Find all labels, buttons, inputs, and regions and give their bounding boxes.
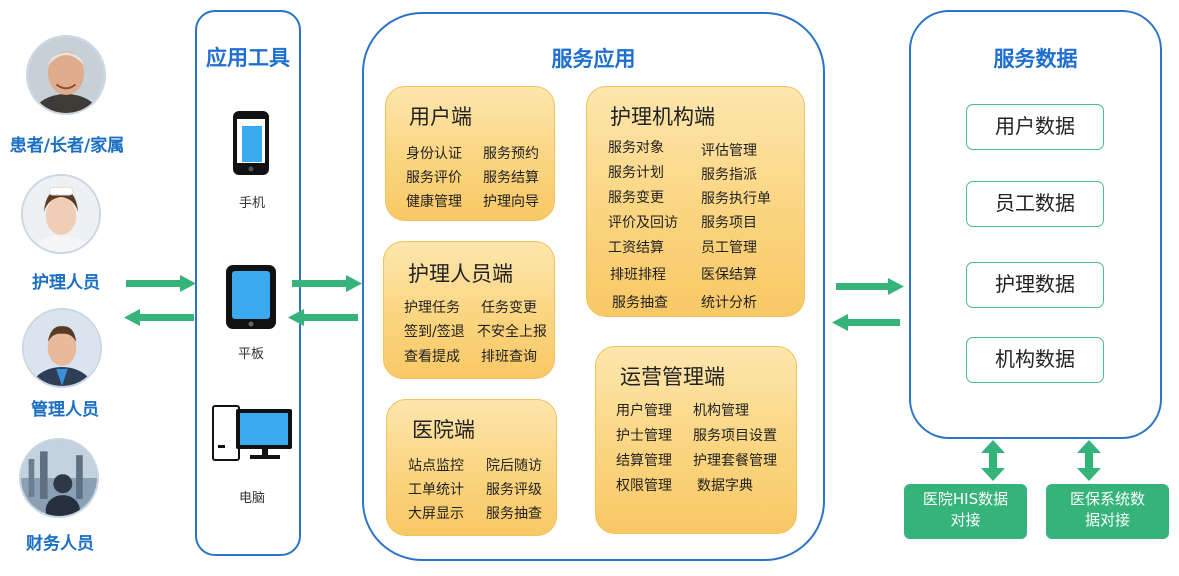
institution-end-item: 评估管理 [701,143,757,159]
nurse-end-card [383,241,555,379]
tool-label-desktop: 电脑 [238,491,265,506]
desktop-icon [212,405,292,461]
hospital-end-item: 站点监控 [408,458,464,474]
ops-end-item: 数据字典 [697,478,753,494]
hospital-end-item: 大屏显示 [408,506,464,522]
avatar-patient [26,35,106,115]
institution-end-card [586,86,805,317]
institution-end-item: 排班排程 [610,267,666,283]
ops-end-item: 护理套餐管理 [693,453,777,469]
nurse-end-title: 护理人员端 [408,262,513,286]
hospital-end-card [386,399,557,536]
arrow-right-icon [126,275,196,292]
ops-end-title: 运营管理端 [620,365,725,389]
institution-end-item: 服务指派 [701,167,757,183]
arrow-left-icon [124,309,194,326]
hospital-end-item: 工单统计 [408,482,464,498]
nurse-end-item: 护理任务 [404,300,460,316]
arrow-left-icon [288,309,358,326]
avatar-finance [19,438,99,518]
ops-end-item: 权限管理 [616,478,672,494]
insurance-interface-line1: 医保系统数 [1069,490,1145,508]
nurse-end-item: 任务变更 [481,300,537,316]
institution-end-title: 护理机构端 [610,105,715,129]
ops-end-item: 机构管理 [693,403,749,419]
institution-end-item: 评价及回访 [608,215,678,231]
double-arrow-vertical-icon [1077,440,1101,481]
institution-end-item: 服务对象 [608,140,664,156]
hospital-end-item: 服务抽查 [486,506,542,522]
user-label-manager: 管理人员 [31,400,99,420]
services-title: 服务应用 [551,47,636,71]
user-label-nurse: 护理人员 [32,273,100,293]
institution-end-item: 服务执行单 [701,191,771,207]
data-box-nursing: 护理数据 [966,262,1104,308]
user-end-item: 身份认证 [406,146,462,162]
user-end-card [385,86,555,221]
hospital-end-item: 院后随访 [486,458,542,474]
his-interface-line1: 医院HIS数据 [922,490,1009,508]
user-end-item: 服务结算 [483,170,539,186]
arrow-left-icon [832,314,900,331]
nurse-end-item: 查看提成 [404,349,460,365]
institution-end-item: 服务项目 [701,215,757,231]
user-end-item: 服务预约 [483,146,539,162]
ops-end-item: 结算管理 [616,453,672,469]
insurance-interface-box: 医保系统数 据对接 [1046,484,1169,539]
user-end-title: 用户端 [409,105,472,129]
hospital-end-title: 医院端 [412,418,475,442]
his-interface-line2: 对接 [950,511,981,529]
nurse-end-item: 不安全上报 [477,324,547,340]
avatar-nurse [21,174,101,254]
arrow-right-icon [836,278,904,295]
tool-label-tablet: 平板 [237,347,264,362]
data-box-user: 用户数据 [966,104,1104,150]
tablet-icon [226,265,276,329]
avatar-manager [22,308,102,388]
ops-end-item: 用户管理 [616,403,672,419]
his-interface-box: 医院HIS数据 对接 [904,484,1027,539]
user-end-item: 护理向导 [483,194,539,210]
phone-icon [233,111,269,175]
institution-end-item: 统计分析 [701,295,757,311]
double-arrow-vertical-icon [981,440,1005,481]
nurse-end-item: 排班查询 [481,349,537,365]
user-end-item: 健康管理 [406,194,462,210]
user-label-finance: 财务人员 [26,534,94,554]
hospital-end-item: 服务评级 [486,482,542,498]
ops-end-item: 服务项目设置 [693,428,777,444]
insurance-interface-line2: 据对接 [1084,511,1130,529]
institution-end-item: 服务抽查 [612,295,668,311]
ops-end-item: 护士管理 [616,428,672,444]
institution-end-item: 医保结算 [701,267,757,283]
institution-end-item: 工资结算 [608,240,664,256]
user-end-item: 服务评价 [406,170,462,186]
data-box-institution: 机构数据 [966,337,1104,383]
data-title: 服务数据 [993,47,1078,71]
data-box-staff: 员工数据 [966,181,1104,227]
nurse-end-item: 签到/签退 [404,324,465,340]
tools-title: 应用工具 [206,46,290,70]
institution-end-item: 服务变更 [608,190,664,206]
institution-end-item: 服务计划 [608,165,664,181]
tool-label-phone: 手机 [238,196,265,211]
arrow-right-icon [292,275,362,292]
ops-end-card [595,346,797,534]
user-label-patient: 患者/长者/家属 [9,136,125,156]
institution-end-item: 员工管理 [701,240,757,256]
